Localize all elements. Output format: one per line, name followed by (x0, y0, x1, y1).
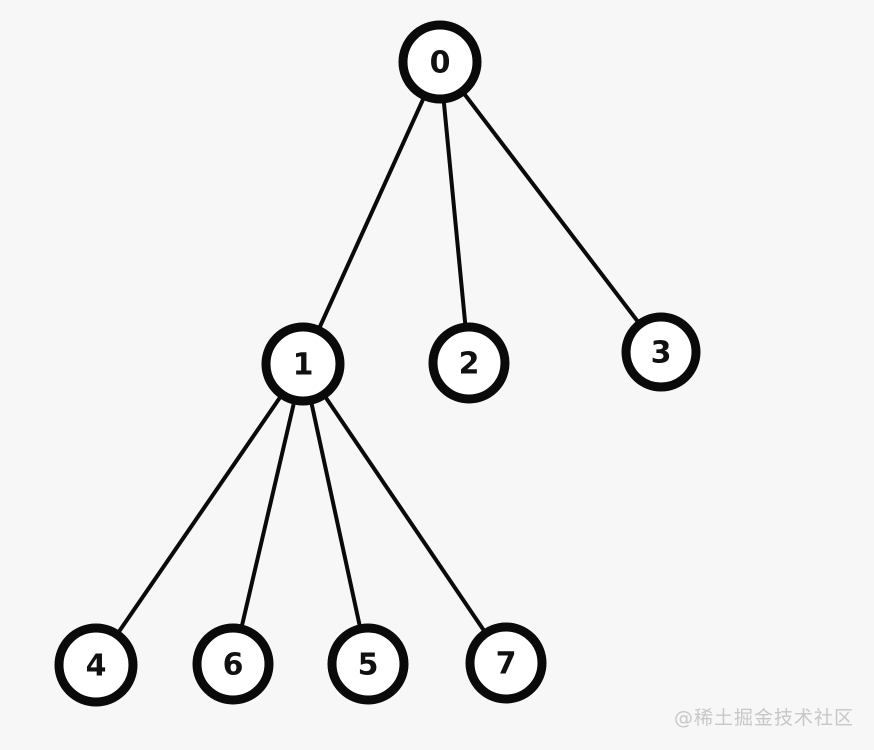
tree-edge-0-2 (438, 61, 471, 364)
tree-node-circle-2 (428, 322, 510, 404)
tree-node-7: 7 (465, 622, 547, 704)
tree-edge-1-7 (301, 362, 508, 665)
tree-node-label-5: 5 (358, 648, 379, 683)
tree-node-label-7: 7 (496, 647, 517, 682)
tree-node-circle-5 (327, 623, 409, 705)
tree-node-2: 2 (428, 322, 510, 404)
tree-node-circle-4 (54, 623, 138, 707)
tree-node-label-6: 6 (223, 648, 244, 683)
tree-node-label-2: 2 (459, 347, 480, 382)
tree-node-circle-1 (261, 322, 345, 406)
tree-node-5: 5 (327, 623, 409, 705)
tree-node-label-4: 4 (86, 649, 107, 684)
tree-node-label-0: 0 (430, 46, 451, 81)
tree-node-circle-6 (192, 623, 274, 705)
tree-node-circle-3 (621, 312, 701, 392)
tree-edge-0-3 (438, 60, 663, 354)
tree-edge-1-5 (301, 363, 370, 665)
tree-node-6: 6 (192, 623, 274, 705)
tree-edge-1-4 (94, 362, 305, 667)
tree-node-4: 4 (54, 623, 138, 707)
tree-node-0: 0 (398, 20, 482, 104)
tree-node-circle-7 (465, 622, 547, 704)
tree-node-circle-0 (398, 20, 482, 104)
tree-node-label-3: 3 (651, 336, 672, 371)
tree-node-1: 1 (261, 322, 345, 406)
tree-node-3: 3 (621, 312, 701, 392)
watermark: @稀土掘金技术社区 (673, 707, 854, 729)
tree-edge-0-1 (301, 61, 442, 365)
tree-node-label-1: 1 (293, 348, 314, 383)
tree-edge-1-6 (231, 363, 305, 665)
